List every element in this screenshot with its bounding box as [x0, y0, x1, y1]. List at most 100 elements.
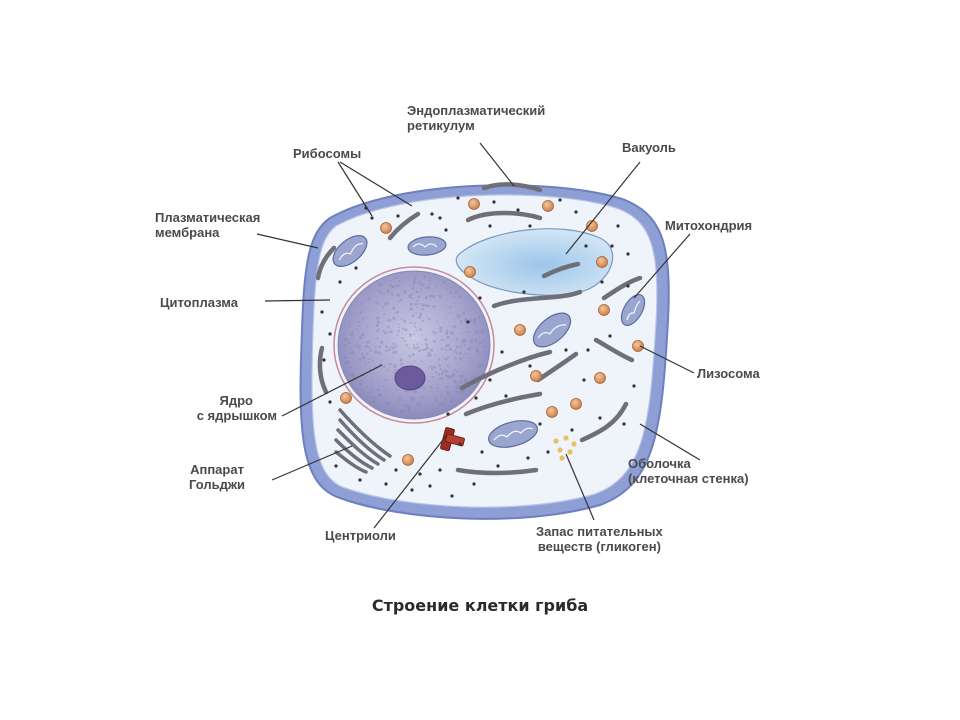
chromatin-speck [407, 354, 409, 356]
lysosome [596, 256, 608, 268]
chromatin-speck [475, 350, 479, 353]
lysosome-group [340, 198, 644, 466]
chromatin-speck [359, 380, 362, 383]
chromatin-speck [373, 310, 375, 312]
chromatin-speck [439, 395, 442, 398]
chromatin-speck [369, 349, 372, 352]
chromatin-speck [420, 349, 422, 352]
chromatin-speck [375, 347, 377, 349]
chromatin-speck [458, 393, 461, 396]
chromatin-speck [412, 344, 416, 347]
chromatin-speck [451, 397, 454, 400]
chromatin-speck [443, 339, 445, 342]
chromatin-speck [419, 403, 422, 406]
mitochondrion [620, 294, 646, 326]
chromatin-speck [422, 283, 425, 285]
label-ribosomes: Рибосомы [293, 146, 362, 161]
chromatin-speck [364, 344, 368, 348]
chromatin-speck [455, 338, 459, 341]
chromatin-speck [442, 370, 445, 373]
chromatin-speck [416, 306, 419, 309]
chromatin-speck [440, 347, 443, 351]
chromatin-speck [421, 348, 425, 352]
chromatin-speck [424, 410, 427, 412]
leader-line-ribosomes [337, 161, 373, 217]
chromatin-speck [345, 365, 347, 368]
chromatin-speck [344, 357, 347, 360]
chromatin-speck [428, 318, 431, 321]
ribosome [616, 224, 620, 228]
chromatin-speck [364, 344, 368, 348]
ribosome [582, 378, 586, 382]
chromatin-speck [447, 375, 451, 379]
chromatin-speck [352, 373, 354, 375]
chromatin-speck [409, 302, 413, 307]
glycogen-granules [553, 435, 577, 461]
chromatin-speck [420, 287, 422, 290]
chromatin-speck [421, 320, 424, 323]
chromatin-speck [390, 292, 394, 296]
chromatin-speck [379, 290, 383, 294]
chromatin-speck [468, 353, 471, 356]
label-mitochondrion: Митохондрия [665, 218, 753, 233]
chromatin-speck [362, 355, 366, 360]
chromatin-speck [387, 325, 390, 329]
chromatin-speck [418, 349, 421, 353]
chromatin-speck [426, 354, 430, 358]
chromatin-speck [383, 302, 388, 306]
chromatin-speck [377, 321, 380, 325]
chromatin-speck [366, 345, 369, 347]
ribosome [504, 394, 508, 398]
chromatin-speck [391, 346, 396, 350]
chromatin-speck [461, 338, 464, 340]
lysosome [586, 220, 598, 232]
chromatin-speck [347, 341, 350, 343]
chromatin-speck [359, 336, 363, 340]
chromatin-speck [433, 331, 437, 335]
chromatin-speck [392, 316, 396, 320]
chromatin-speck [396, 284, 400, 288]
chromatin-speck [382, 330, 385, 333]
chromatin-speck [463, 343, 466, 347]
chromatin-speck [410, 293, 413, 296]
chromatin-speck [455, 351, 458, 354]
ribosome [358, 478, 362, 482]
ribosome [472, 482, 476, 486]
chromatin-speck [360, 383, 363, 385]
chromatin-speck [392, 395, 394, 397]
chromatin-speck [444, 374, 448, 378]
chromatin-speck [410, 402, 412, 404]
chromatin-speck [370, 357, 372, 359]
chromatin-speck [396, 293, 400, 297]
chromatin-speck [445, 330, 449, 333]
chromatin-speck [413, 277, 417, 280]
chromatin-speck [443, 358, 446, 360]
chromatin-speck [442, 322, 445, 324]
chromatin-speck [456, 315, 459, 318]
ribosome [546, 450, 550, 454]
leader-line-golgi [271, 445, 353, 481]
chromatin-speck [414, 276, 417, 279]
chromatin-speck [400, 409, 404, 414]
chromatin-speck [483, 345, 487, 348]
chromatin-speck [350, 333, 354, 336]
chromatin-speck [397, 323, 400, 325]
ribosome [438, 468, 442, 472]
ribosome [450, 494, 454, 498]
chromatin-speck [455, 371, 457, 373]
ribosome [528, 224, 532, 228]
chromatin-speck [385, 349, 388, 353]
chromatin-speck [376, 337, 379, 340]
chromatin-speck [431, 375, 434, 378]
chromatin-speck [418, 295, 421, 298]
chromatin-speck [475, 347, 478, 350]
chromatin-speck [456, 313, 459, 316]
chromatin-speck [439, 330, 443, 333]
chromatin-speck [430, 367, 434, 371]
chromatin-speck [428, 294, 432, 298]
chromatin-speck [371, 359, 375, 363]
chromatin-speck [348, 341, 351, 345]
chromatin-speck [421, 344, 424, 346]
chromatin-speck [348, 352, 351, 355]
